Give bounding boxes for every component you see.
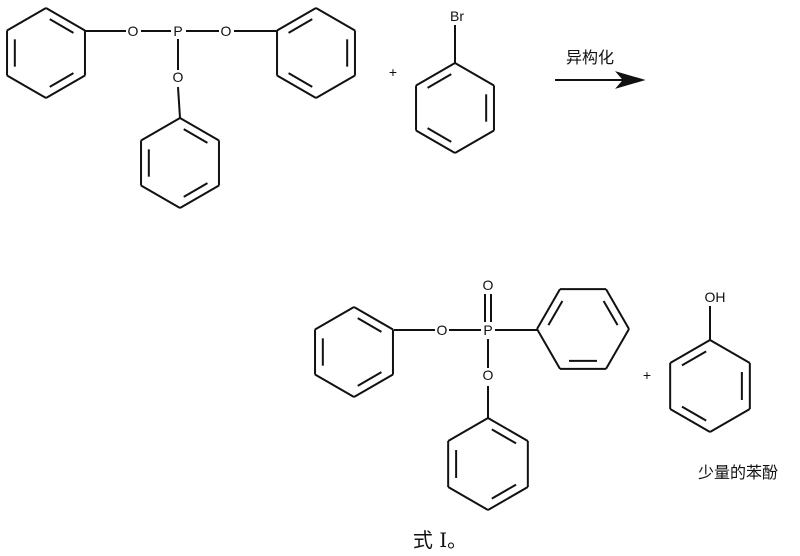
ring-bond xyxy=(605,328,630,370)
atom-o: O xyxy=(128,23,139,39)
ring-bond xyxy=(45,74,86,99)
ring-bond xyxy=(536,288,561,330)
ring-bond xyxy=(709,408,751,433)
ring-bond xyxy=(179,117,220,142)
double-bond-inner xyxy=(491,483,517,500)
atom-o-double: O xyxy=(483,277,494,293)
plus-sign: + xyxy=(643,367,651,383)
ring-bond xyxy=(140,117,181,142)
ring-bond xyxy=(415,129,456,154)
ring-bond xyxy=(6,7,47,32)
double-bond-inner xyxy=(183,182,208,198)
arrow-head xyxy=(615,71,646,89)
ring-bond xyxy=(454,129,495,154)
plus-sign: + xyxy=(389,64,397,80)
double-bond-inner xyxy=(288,72,313,88)
ring-bond xyxy=(6,74,47,99)
bonds xyxy=(6,7,751,511)
ring-bond xyxy=(314,306,355,331)
ring-bond xyxy=(314,373,355,398)
ring-bond xyxy=(487,417,529,442)
arrow-label: 异构化 xyxy=(566,48,614,67)
double-bond-inner xyxy=(357,317,382,333)
double-bond-inner xyxy=(491,428,517,445)
double-bond-inner xyxy=(183,128,208,144)
ring-bond xyxy=(669,339,711,364)
formula-caption: 式 I。 xyxy=(413,528,467,552)
double-bond-inner xyxy=(427,127,452,143)
double-bond-inner xyxy=(681,405,707,422)
atom-br: Br xyxy=(450,8,464,24)
ring-bond xyxy=(605,288,630,330)
atom-o: O xyxy=(173,69,184,85)
atom-o: O xyxy=(221,23,232,39)
phenol-label: 少量的苯酚 xyxy=(698,463,778,482)
atom-o: O xyxy=(483,367,494,383)
ring-bond xyxy=(315,74,356,99)
ring-bond xyxy=(140,184,181,209)
double-bond-inner xyxy=(49,72,74,88)
ring-bond xyxy=(276,74,317,99)
ring-bond xyxy=(415,62,456,87)
ring-bond xyxy=(45,7,86,32)
ring-bond xyxy=(709,339,751,364)
ring-bond xyxy=(315,7,356,32)
ring-bond xyxy=(353,306,394,331)
double-bond-inner xyxy=(288,18,313,34)
ring-bond xyxy=(447,417,489,442)
ring-bond xyxy=(179,184,220,209)
atom-o: O xyxy=(437,322,448,338)
ring-bond xyxy=(669,408,711,433)
double-bond-inner xyxy=(547,300,564,326)
ring-bond xyxy=(454,62,495,87)
ring-bond xyxy=(353,373,394,398)
ring-bond xyxy=(536,328,561,370)
double-bond-inner xyxy=(602,300,619,326)
double-bond-inner xyxy=(357,371,382,387)
ring-bond xyxy=(487,486,529,511)
double-bond-inner xyxy=(427,73,452,89)
ring-bond xyxy=(447,486,489,511)
ring-bond xyxy=(276,7,317,32)
atom-oh: OH xyxy=(705,289,726,305)
bond xyxy=(177,86,181,119)
double-bond-inner xyxy=(681,350,707,367)
double-bond-inner xyxy=(49,18,74,34)
atom-p: P xyxy=(173,23,182,39)
atom-p: P xyxy=(483,322,492,338)
